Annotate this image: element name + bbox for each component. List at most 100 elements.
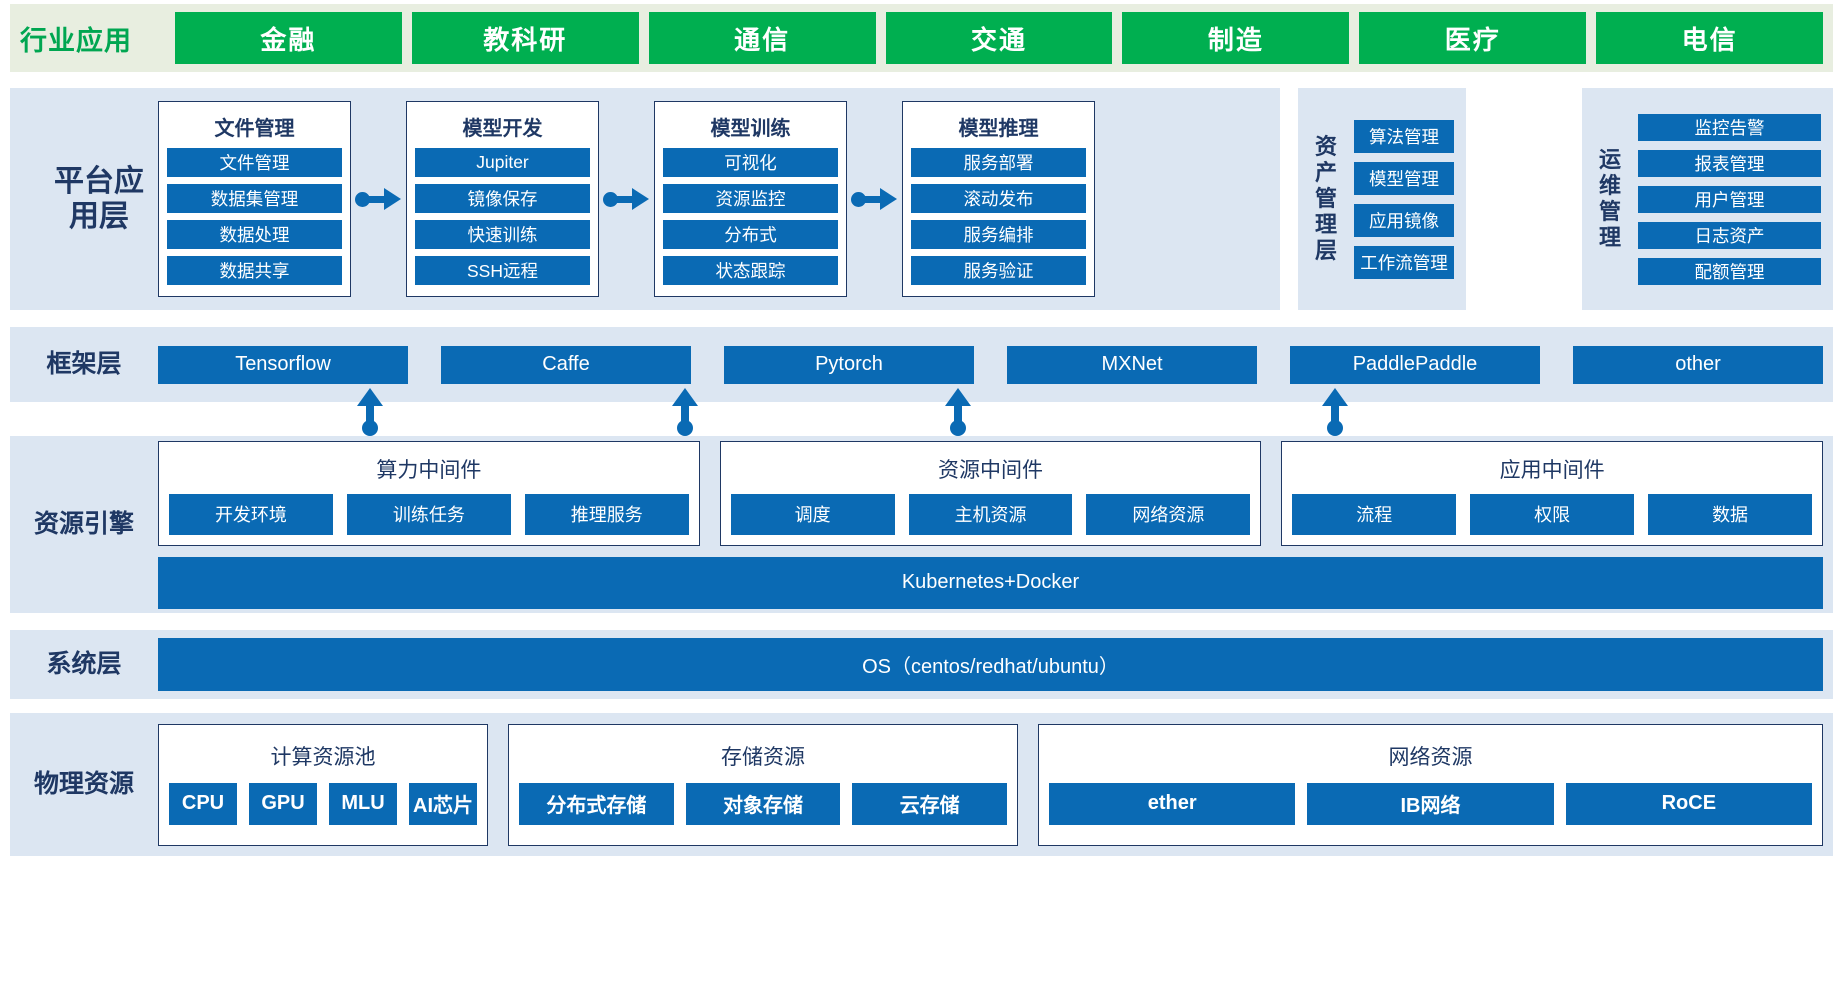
platform-card-title: 模型开发 xyxy=(462,118,543,140)
middleware-item-network-resource[interactable]: 网络资源 xyxy=(1086,493,1251,535)
physical-card-list: 计算资源池 CPU GPU MLU AI芯片 存储资源 分布式存储 对象存储 云… xyxy=(158,723,1833,846)
platform-item-quick-train[interactable]: 快速训练 xyxy=(415,220,590,249)
platform-item-jupiter[interactable]: Jupiter xyxy=(415,148,590,177)
arrow-head xyxy=(672,388,698,406)
platform-item-data-sharing[interactable]: 数据共享 xyxy=(167,256,342,285)
platform-card-model-inference[interactable]: 模型推理 服务部署 滚动发布 服务编排 服务验证 xyxy=(902,101,1095,297)
physical-item-object-storage[interactable]: 对象存储 xyxy=(685,782,841,825)
physical-item-roce[interactable]: RoCE xyxy=(1565,782,1812,825)
platform-item-visualization[interactable]: 可视化 xyxy=(663,148,838,177)
arrow-dot xyxy=(355,192,370,207)
physical-item-cloud-storage[interactable]: 云存储 xyxy=(852,782,1008,825)
engine-band-label: 资源引擎 xyxy=(33,509,134,538)
industry-cell-transport[interactable]: 交通 xyxy=(885,12,1113,64)
physical-item-distributed-storage[interactable]: 分布式存储 xyxy=(519,782,674,825)
platform-card-items: 可视化 资源监控 分布式 状态跟踪 xyxy=(663,148,838,285)
platform-card-model-development[interactable]: 模型开发 Jupiter 镜像保存 快速训练 SSH远程 xyxy=(406,101,599,297)
platform-item-dataset-management[interactable]: 数据集管理 xyxy=(167,184,342,213)
asset-item-workflow-management[interactable]: 工作流管理 xyxy=(1354,245,1454,279)
platform-item-status-tracking[interactable]: 状态跟踪 xyxy=(663,256,838,285)
runtime-bar-kubernetes-docker[interactable]: Kubernetes+Docker xyxy=(158,556,1823,609)
platform-item-resource-monitor[interactable]: 资源监控 xyxy=(663,184,838,213)
platform-card-items: Jupiter 镜像保存 快速训练 SSH远程 xyxy=(415,148,590,285)
industry-cell-telecom-comm[interactable]: 通信 xyxy=(648,12,876,64)
ops-item-quota-management[interactable]: 配额管理 xyxy=(1638,257,1821,285)
physical-item-ether[interactable]: ether xyxy=(1049,782,1296,825)
physical-item-ib-network[interactable]: IB网络 xyxy=(1307,782,1554,825)
arrow-head xyxy=(945,388,971,406)
platform-item-file-management[interactable]: 文件管理 xyxy=(167,148,342,177)
physical-resource-band: 物理资源 计算资源池 CPU GPU MLU AI芯片 存储资源 分布式存储 对… xyxy=(10,713,1833,856)
asset-item-application-image[interactable]: 应用镜像 xyxy=(1354,203,1454,237)
framework-cell-other[interactable]: other xyxy=(1573,345,1823,384)
flow-arrow-up-icon-4 xyxy=(1322,388,1348,436)
middleware-item-inference-service[interactable]: 推理服务 xyxy=(524,493,689,535)
middleware-card-application[interactable]: 应用中间件 流程 权限 数据 xyxy=(1281,440,1824,546)
physical-item-gpu[interactable]: GPU xyxy=(249,782,317,825)
platform-item-service-deploy[interactable]: 服务部署 xyxy=(911,148,1086,177)
middleware-card-resource[interactable]: 资源中间件 调度 主机资源 网络资源 xyxy=(719,440,1262,546)
physical-card-storage[interactable]: 存储资源 分布式存储 对象存储 云存储 xyxy=(508,723,1018,846)
ops-item-user-management[interactable]: 用户管理 xyxy=(1638,185,1821,213)
physical-item-mlu[interactable]: MLU xyxy=(329,782,397,825)
ops-band-label: 运维管理 xyxy=(1598,147,1621,250)
physical-card-items: CPU GPU MLU AI芯片 xyxy=(169,782,477,825)
platform-item-distributed[interactable]: 分布式 xyxy=(663,220,838,249)
middleware-item-dev-environment[interactable]: 开发环境 xyxy=(169,493,333,535)
platform-item-data-processing[interactable]: 数据处理 xyxy=(167,220,342,249)
ops-item-log-asset[interactable]: 日志资产 xyxy=(1638,221,1821,249)
industry-application-band: 行业应用 金融 教科研 通信 交通 制造 医疗 电信 xyxy=(10,4,1833,72)
ops-item-monitoring-alarm[interactable]: 监控告警 xyxy=(1638,113,1821,141)
middleware-item-training-task[interactable]: 训练任务 xyxy=(346,493,511,535)
middleware-item-scheduling[interactable]: 调度 xyxy=(730,493,895,535)
platform-item-service-validation[interactable]: 服务验证 xyxy=(911,256,1086,285)
platform-card-model-training[interactable]: 模型训练 可视化 资源监控 分布式 状态跟踪 xyxy=(654,101,847,297)
ops-item-report-management[interactable]: 报表管理 xyxy=(1638,149,1821,177)
industry-cell-manufacturing[interactable]: 制造 xyxy=(1122,12,1350,64)
industry-cell-telecom[interactable]: 电信 xyxy=(1596,12,1824,64)
platform-item-rolling-release[interactable]: 滚动发布 xyxy=(911,184,1086,213)
physical-card-title: 计算资源池 xyxy=(270,745,376,769)
middleware-card-items: 流程 权限 数据 xyxy=(1292,493,1813,535)
middleware-card-compute[interactable]: 算力中间件 开发环境 训练任务 推理服务 xyxy=(158,440,700,546)
framework-cell-mxnet[interactable]: MXNet xyxy=(1007,345,1257,384)
industry-cell-healthcare[interactable]: 医疗 xyxy=(1359,12,1587,64)
platform-card-file-management[interactable]: 文件管理 文件管理 数据集管理 数据处理 数据共享 xyxy=(158,101,351,297)
physical-item-ai-chip[interactable]: AI芯片 xyxy=(409,782,477,825)
industry-cell-finance[interactable]: 金融 xyxy=(175,12,402,64)
platform-item-service-orchestration[interactable]: 服务编排 xyxy=(911,220,1086,249)
middleware-item-data[interactable]: 数据 xyxy=(1648,493,1813,535)
framework-cell-pytorch[interactable]: Pytorch xyxy=(724,345,974,384)
arrow-head xyxy=(1322,388,1348,406)
arrow-shaft xyxy=(366,196,388,203)
framework-cell-caffe[interactable]: Caffe xyxy=(441,345,691,384)
middleware-item-process[interactable]: 流程 xyxy=(1292,493,1457,535)
industry-cell-education[interactable]: 教科研 xyxy=(411,12,639,64)
physical-band-label: 物理资源 xyxy=(33,769,134,798)
os-bar[interactable]: OS（centos/redhat/ubuntu） xyxy=(158,638,1823,691)
platform-band-label: 平台应用层 xyxy=(54,164,144,233)
middleware-card-items: 开发环境 训练任务 推理服务 xyxy=(169,493,689,535)
physical-card-compute-pool[interactable]: 计算资源池 CPU GPU MLU AI芯片 xyxy=(158,723,488,846)
flow-arrow-right-icon-1 xyxy=(351,188,406,210)
asset-item-algorithm-management[interactable]: 算法管理 xyxy=(1354,119,1454,153)
physical-card-network[interactable]: 网络资源 ether IB网络 RoCE xyxy=(1038,723,1823,846)
framework-cell-tensorflow[interactable]: Tensorflow xyxy=(158,345,408,384)
middleware-item-permission[interactable]: 权限 xyxy=(1470,493,1635,535)
physical-card-title: 存储资源 xyxy=(721,745,805,769)
platform-item-ssh-remote[interactable]: SSH远程 xyxy=(415,256,590,285)
platform-item-image-save[interactable]: 镜像保存 xyxy=(415,184,590,213)
platform-card-list: 文件管理 文件管理 数据集管理 数据处理 数据共享 模型开发 Jupiter 镜… xyxy=(158,101,1280,297)
physical-item-cpu[interactable]: CPU xyxy=(169,782,237,825)
arrow-head xyxy=(357,388,383,406)
arrow-shaft xyxy=(614,196,636,203)
arrow-shaft xyxy=(862,196,884,203)
framework-cell-paddlepaddle[interactable]: PaddlePaddle xyxy=(1290,345,1540,384)
physical-card-items: 分布式存储 对象存储 云存储 xyxy=(519,782,1008,825)
ops-management-band: 运维管理 监控告警 报表管理 用户管理 日志资产 配额管理 xyxy=(1582,88,1833,310)
system-band: 系统层 OS（centos/redhat/ubuntu） xyxy=(10,630,1833,699)
middleware-item-host-resource[interactable]: 主机资源 xyxy=(908,493,1073,535)
arrow-shaft xyxy=(681,402,689,424)
asset-item-model-management[interactable]: 模型管理 xyxy=(1354,161,1454,195)
